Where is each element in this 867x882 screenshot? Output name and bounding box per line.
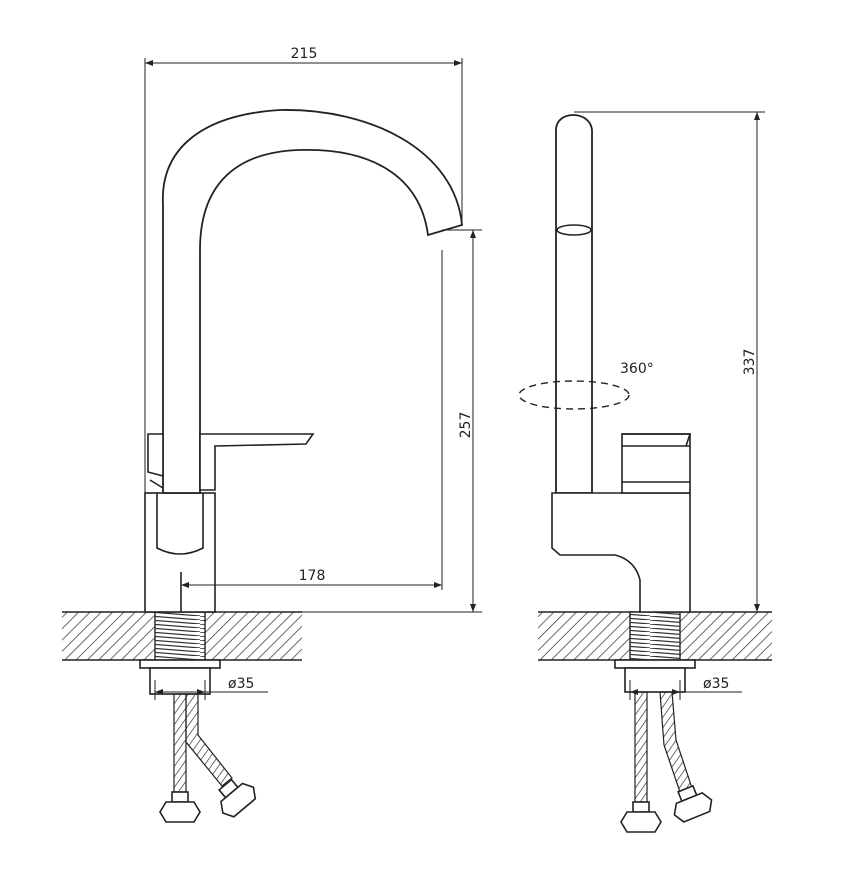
front-hose-right <box>185 693 233 787</box>
dim-base-diameter-side: ø35 <box>703 676 729 692</box>
dim-overall-width: 215 <box>291 46 318 62</box>
side-hose-right <box>659 691 693 793</box>
side-body <box>551 492 691 613</box>
dim-spout-reach: 178 <box>299 568 326 584</box>
side-handle <box>621 433 691 494</box>
front-view: 215 257 178 ø35 <box>62 46 482 823</box>
front-body <box>144 492 216 613</box>
rotation-indicator <box>518 380 630 410</box>
front-fitting-right <box>220 782 257 818</box>
front-hose-left <box>173 693 187 793</box>
side-fitting-right <box>673 791 713 823</box>
side-view: 360° 337 ø35 <box>518 111 772 833</box>
rotation-label: 360° <box>620 361 654 377</box>
side-fitting-left <box>620 811 662 833</box>
front-handle <box>147 433 164 478</box>
dim-base-diameter-front: ø35 <box>228 676 254 692</box>
side-hose-left <box>634 691 648 803</box>
dim-spout-height: 257 <box>458 412 474 439</box>
dim-overall-height: 337 <box>742 349 758 376</box>
front-fitting-left <box>159 801 201 823</box>
side-spout-column <box>555 114 593 494</box>
